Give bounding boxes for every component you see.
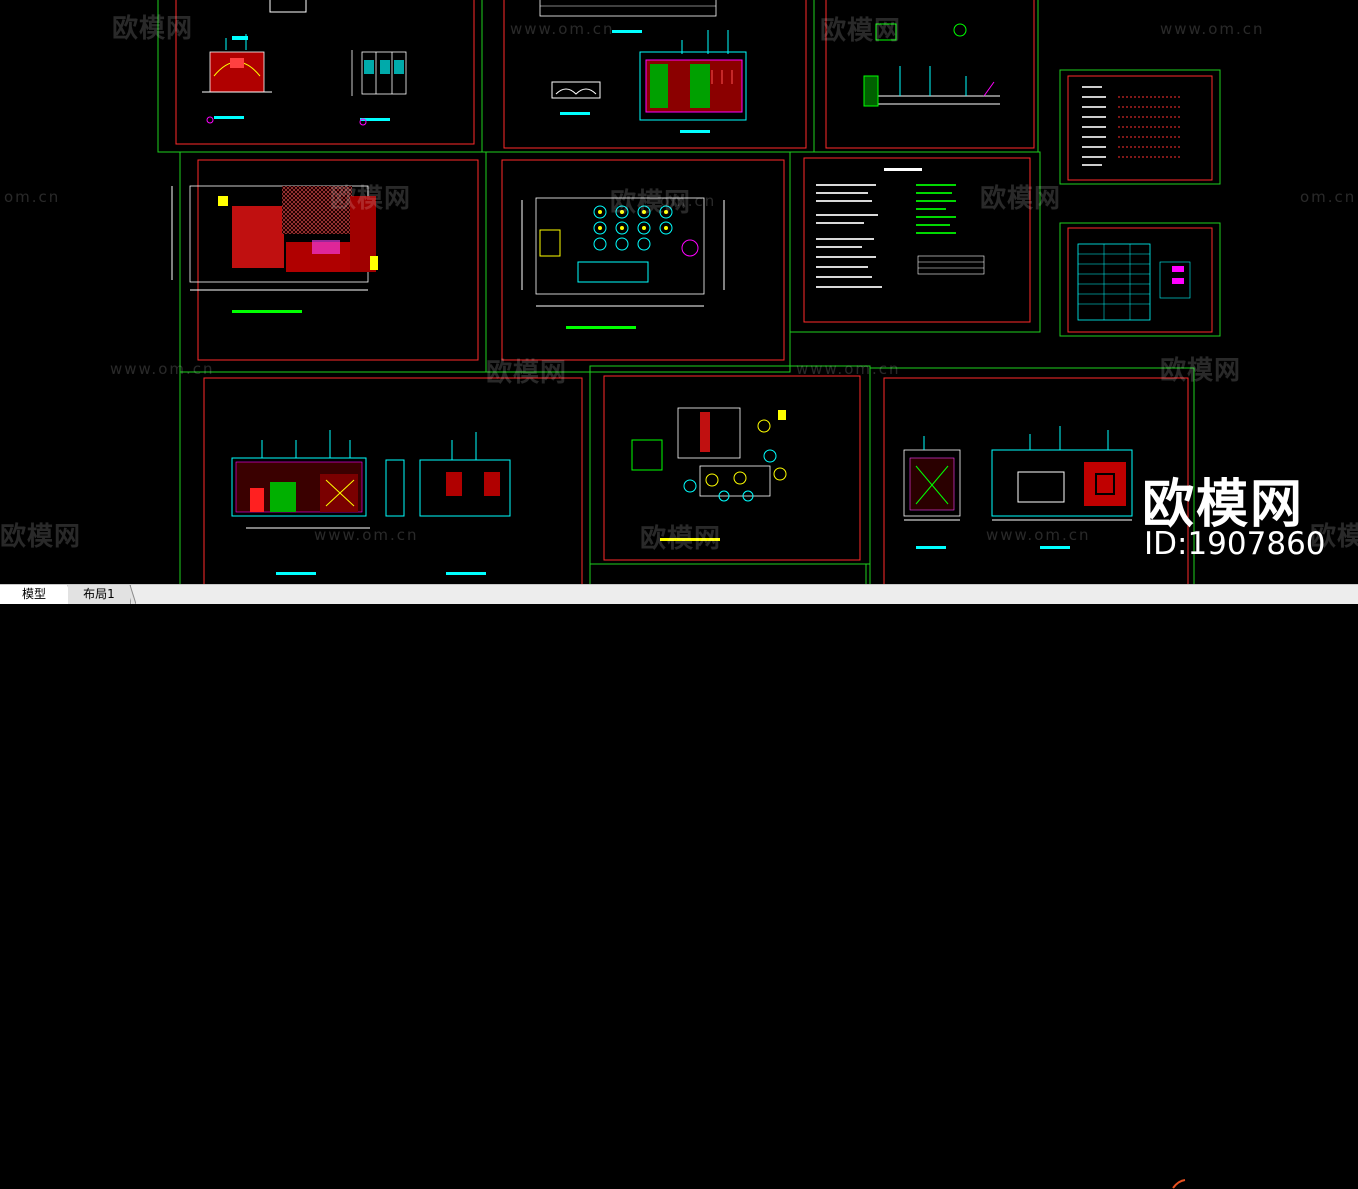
- elevation-top-middle: [539, 0, 747, 133]
- watermark-brand-large: 欧模网: [1142, 475, 1305, 535]
- tab-layout-1-label: 布局1: [83, 587, 115, 601]
- brush-mark-icon: [1172, 1179, 1186, 1189]
- cad-drawing: [157, 0, 1221, 584]
- elevation-bottom-left: [231, 430, 511, 575]
- layout-tab-bar: 模型 布局1: [0, 584, 1358, 1189]
- materials-sheet: [1077, 243, 1191, 321]
- elevation-bottom-right: [903, 426, 1133, 549]
- tab-layout-1[interactable]: 布局1: [68, 585, 131, 604]
- tab-model-label: 模型: [21, 587, 46, 601]
- detail-top-right: [863, 23, 1000, 107]
- tab-separator: [126, 585, 136, 604]
- index-sheet: [1082, 86, 1180, 166]
- sheet-frames: [157, 0, 1221, 584]
- elevation-top-left: [202, 0, 407, 126]
- model-space-canvas[interactable]: 欧模网 欧模网 欧模网 欧模网 欧模网 欧模网 欧模网 欧模网 欧模网 欧模网 …: [0, 0, 1358, 584]
- sheet-inner-frames: [175, 0, 1213, 584]
- tab-model[interactable]: 模型: [0, 585, 69, 604]
- notes-sheet: [816, 168, 985, 288]
- floor-plan-1: [171, 185, 378, 313]
- watermark-model-id: ID:1907860: [1144, 526, 1326, 562]
- floor-plan-3: [631, 407, 787, 541]
- floor-plan-2: [521, 197, 725, 329]
